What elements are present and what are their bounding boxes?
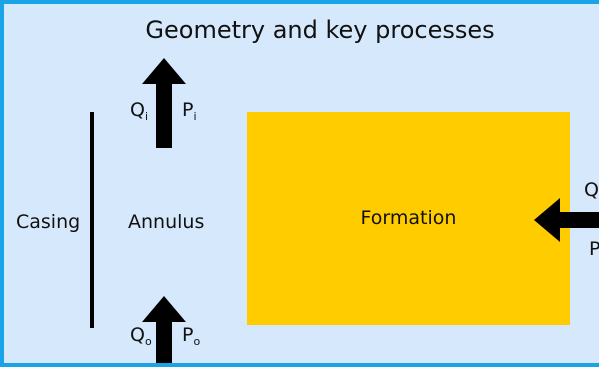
formation-flow-rate: Qf bbox=[584, 179, 599, 208]
top-up-arrow-icon bbox=[142, 58, 186, 148]
casing-line bbox=[90, 112, 94, 328]
top-pressure-subscript: i bbox=[193, 110, 197, 123]
bottom-up-arrow-icon bbox=[142, 296, 186, 363]
bottom-pressure: Po bbox=[182, 324, 200, 353]
formation-left-arrow-icon bbox=[534, 198, 599, 242]
formation-pressure-symbol: P bbox=[589, 238, 599, 260]
top-flow-rate-subscript: i bbox=[144, 110, 149, 123]
top-pressure-symbol: P bbox=[182, 99, 194, 121]
formation-flow-rate-symbol: Q bbox=[584, 179, 599, 201]
bottom-pressure-subscript: o bbox=[193, 335, 201, 348]
bottom-pressure-symbol: P bbox=[182, 324, 194, 346]
formation-label: Formation bbox=[360, 207, 457, 229]
formation-block: Formation bbox=[247, 112, 570, 325]
bottom-flow-rate-symbol: Q bbox=[130, 324, 145, 346]
top-pressure: Pi bbox=[182, 99, 197, 128]
annulus-label: Annulus bbox=[128, 211, 205, 233]
formation-pressure: Pf bbox=[589, 238, 599, 267]
top-flow-rate-symbol: Q bbox=[130, 99, 145, 121]
top-flow-rate: Qi bbox=[130, 99, 148, 128]
casing-label: Casing bbox=[16, 211, 81, 233]
bottom-flow-rate-subscript: o bbox=[144, 335, 152, 348]
diagram-title: Geometry and key processes bbox=[145, 16, 495, 44]
bottom-flow-rate: Qo bbox=[130, 324, 152, 353]
